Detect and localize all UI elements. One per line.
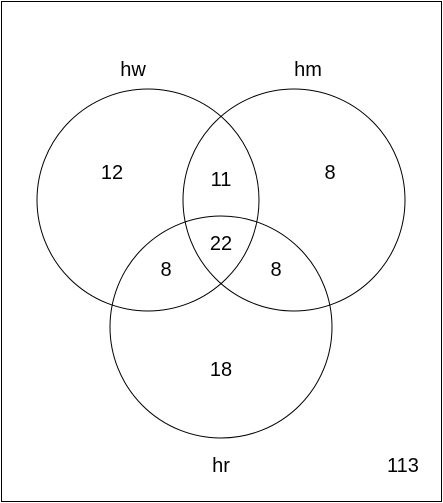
region-count-hm-only: 8 (324, 162, 335, 184)
region-count-hw-hm: 11 (211, 169, 232, 191)
region-count-outside: 113 (387, 455, 419, 477)
set-label-hw: hw (120, 59, 146, 81)
set-label-hr: hr (212, 455, 230, 477)
region-count-hw-only: 12 (101, 162, 123, 184)
region-count-hw-hr: 8 (160, 259, 171, 281)
region-count-hr-only: 18 (210, 359, 232, 381)
region-count-all-three: 22 (210, 233, 232, 255)
set-label-hm: hm (294, 59, 322, 81)
region-count-hm-hr: 8 (270, 259, 281, 281)
set-circle-hm (182, 88, 406, 312)
set-circle-hr (109, 215, 333, 439)
set-circle-hw (36, 88, 260, 312)
